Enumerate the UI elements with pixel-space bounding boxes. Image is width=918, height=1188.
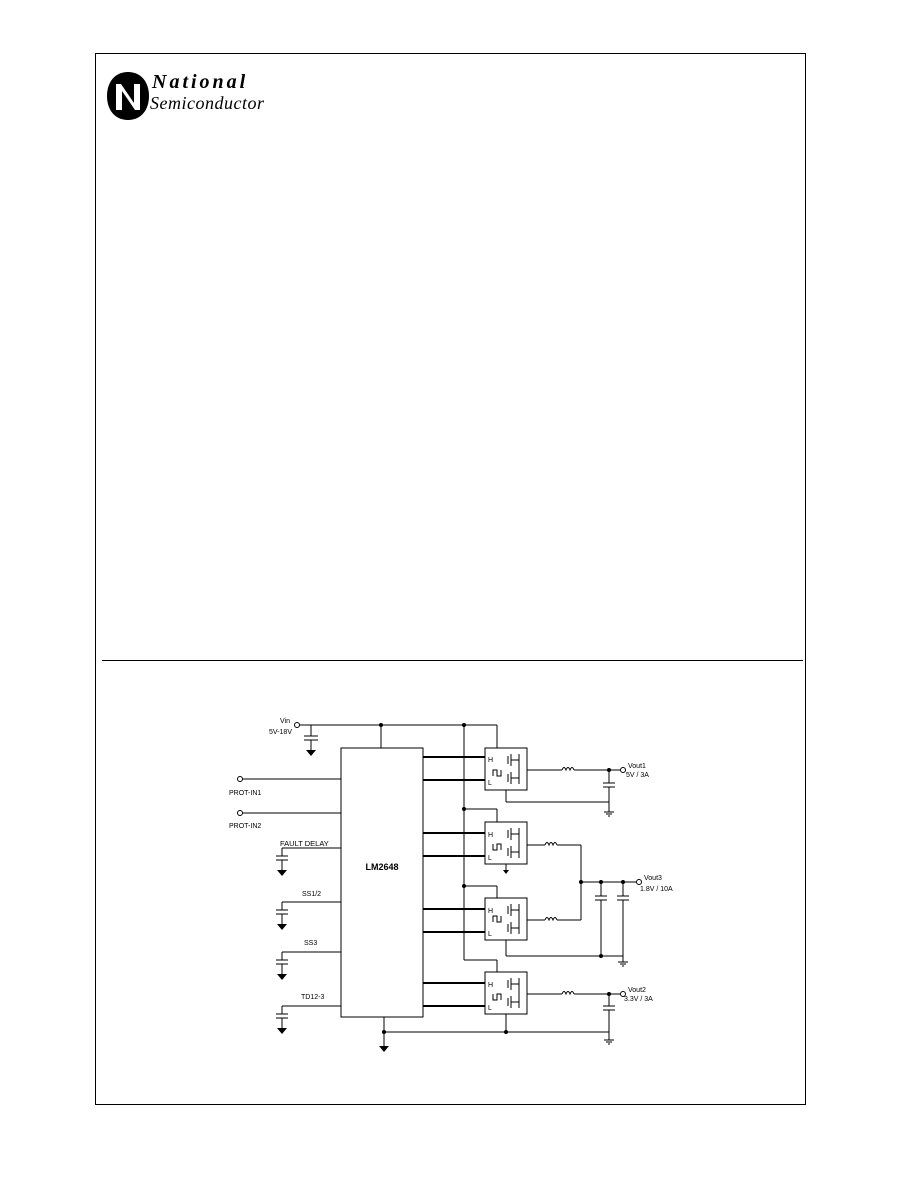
ss12-label: SS1/2 bbox=[302, 891, 321, 898]
vout1-label: Vout1 bbox=[628, 763, 646, 770]
driver4-h-label: H bbox=[488, 982, 493, 989]
vout2-rating: 3.3V / 3A bbox=[624, 996, 653, 1003]
prot-in1-label: PROT-IN1 bbox=[229, 790, 261, 797]
ground-icon bbox=[277, 750, 509, 1052]
brand-name-line1: National bbox=[152, 71, 249, 93]
brand-name-line2: Semiconductor bbox=[150, 93, 265, 113]
n-logo-icon bbox=[107, 72, 149, 120]
driver2-l-label: L bbox=[488, 855, 492, 862]
national-semiconductor-logo: National Semiconductor bbox=[106, 70, 296, 122]
vout2-label: Vout2 bbox=[628, 987, 646, 994]
driver3-l-label: L bbox=[488, 931, 492, 938]
driver1-l-label: L bbox=[488, 780, 492, 787]
chip-label: LM2648 bbox=[365, 862, 398, 872]
fault-delay-label: FAULT DELAY bbox=[280, 839, 329, 848]
driver4-l-label: L bbox=[488, 1005, 492, 1012]
driver1-h-label: H bbox=[488, 757, 493, 764]
ss3-label: SS3 bbox=[304, 940, 317, 947]
vout3-rating: 1.8V / 10A bbox=[640, 886, 673, 893]
driver2-h-label: H bbox=[488, 832, 493, 839]
td123-label: TD12-3 bbox=[301, 994, 324, 1001]
vout3-label: Vout3 bbox=[644, 875, 662, 882]
page-border bbox=[95, 53, 806, 1105]
vin-range-label: 5V-18V bbox=[269, 729, 292, 736]
driver3-h-label: H bbox=[488, 908, 493, 915]
section-divider bbox=[102, 660, 803, 661]
vin-label: Vin bbox=[280, 718, 290, 725]
vout1-rating: 5V / 3A bbox=[626, 772, 649, 779]
prot-in2-label: PROT-IN2 bbox=[229, 823, 261, 830]
